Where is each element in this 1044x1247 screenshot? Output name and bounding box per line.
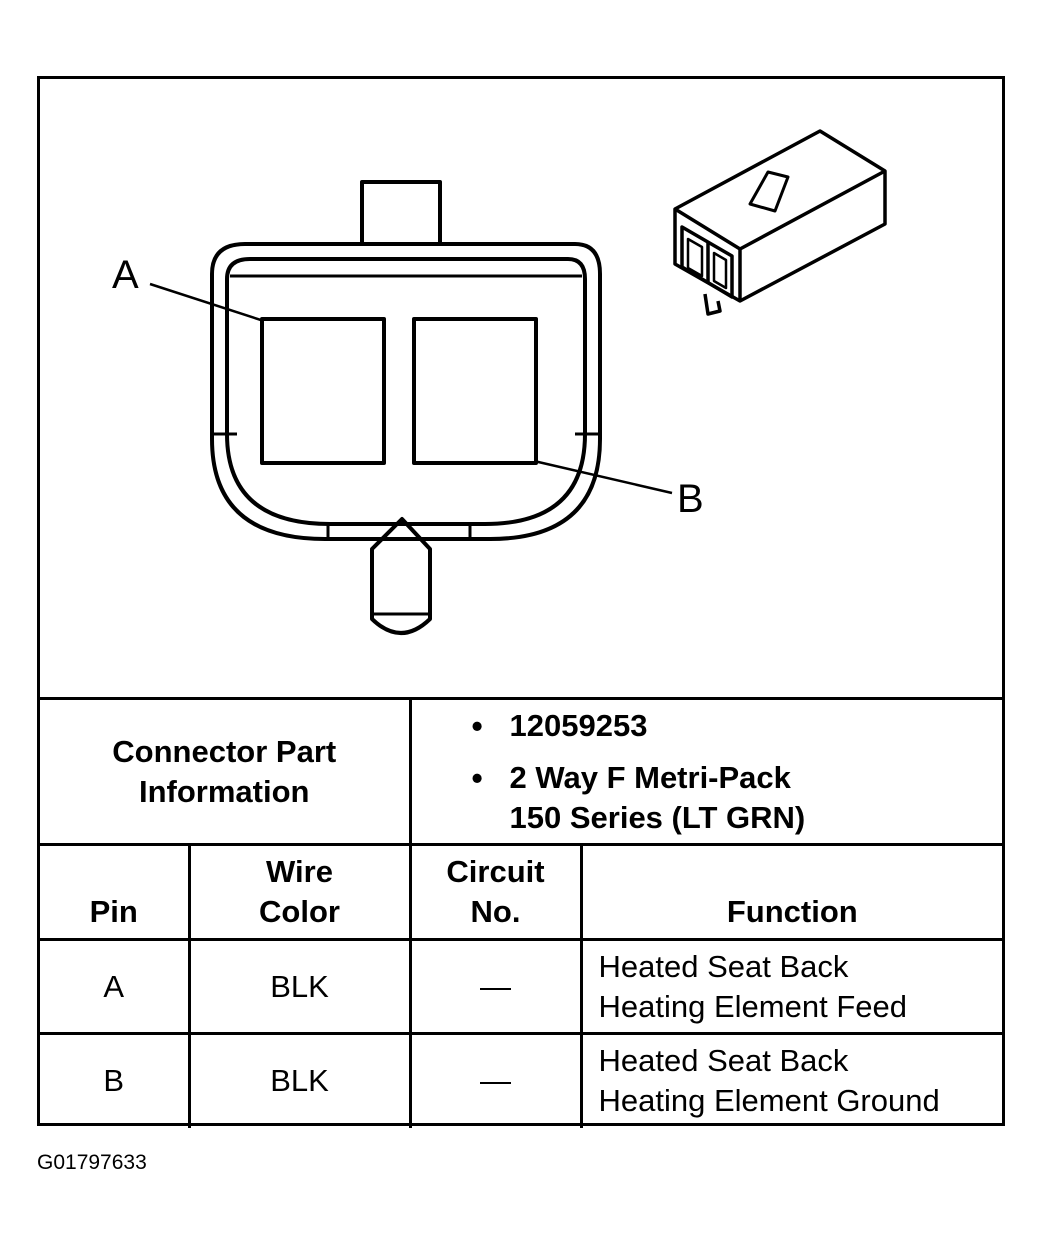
row-b-wire-color: BLK xyxy=(187,1032,412,1128)
row-a-function-line1: Heated Seat Back xyxy=(598,948,849,984)
table-header-row: Pin Wire Color Circuit No. Function xyxy=(40,843,1003,941)
connector-illustration xyxy=(149,129,887,635)
header-pin: Pin xyxy=(40,843,191,941)
row-b-function-line1: Heated Seat Back xyxy=(598,1043,849,1079)
header-function: Function xyxy=(579,843,1003,941)
row-a-wire-color: BLK xyxy=(187,938,412,1035)
header-circuit-no-line1: Circuit xyxy=(446,854,545,889)
table-row: B BLK — Heated Seat Back Heating Element… xyxy=(40,1032,1003,1128)
part-series-line1: 2 Way F Metri-Pack xyxy=(509,759,791,795)
leader-line-a xyxy=(149,282,265,323)
header-circuit-no-line2: No. xyxy=(470,894,521,929)
header-circuit-no: Circuit No. xyxy=(408,843,583,941)
table-row: A BLK — Heated Seat Back Heating Element… xyxy=(40,938,1003,1035)
part-info-cell: 12059253 2 Way F Metri-Pack 150 Series (… xyxy=(408,697,1003,846)
connector-outer-body xyxy=(210,242,602,541)
top-latch-tab xyxy=(360,180,442,244)
pin-a-cavity xyxy=(260,317,386,465)
connector-part-row: Connector Part Information 12059253 2 Wa… xyxy=(40,697,1003,846)
connector-part-label: Connector Part Information xyxy=(40,697,412,846)
part-number: 12059253 xyxy=(472,706,1003,746)
row-a-function-line2: Heating Element Feed xyxy=(598,988,907,1024)
part-series-line2: 150 Series (LT GRN) xyxy=(509,799,806,835)
connector-part-label-line1: Connector Part xyxy=(112,733,337,769)
row-a-circuit-no: — xyxy=(408,938,583,1035)
header-wire-color-line2: Color xyxy=(259,894,340,929)
connector-info-table: Connector Part Information 12059253 2 Wa… xyxy=(40,697,1003,1128)
pin-label-a: A xyxy=(112,253,139,297)
row-b-circuit-no: — xyxy=(408,1032,583,1128)
row-a-pin: A xyxy=(40,938,191,1035)
connector-inner-body xyxy=(225,257,587,526)
connector-drawing: A B xyxy=(40,79,1002,699)
figure-id: G01797633 xyxy=(37,1151,147,1174)
connector-isometric-view xyxy=(673,129,887,316)
row-b-function: Heated Seat Back Heating Element Ground xyxy=(579,1032,1003,1128)
pin-label-b: B xyxy=(677,477,704,521)
row-b-function-line2: Heating Element Ground xyxy=(598,1083,940,1119)
row-b-pin: B xyxy=(40,1032,191,1128)
header-wire-color-line1: Wire xyxy=(266,854,333,889)
part-series: 2 Way F Metri-Pack 150 Series (LT GRN) xyxy=(472,758,1003,838)
bottom-latch xyxy=(370,517,432,635)
pin-b-cavity xyxy=(412,317,538,465)
row-a-function: Heated Seat Back Heating Element Feed xyxy=(579,938,1003,1035)
leader-line-b xyxy=(533,459,673,495)
header-wire-color: Wire Color xyxy=(187,843,412,941)
diagram-frame: A B Connector Part Information 12059253 … xyxy=(37,76,1005,1128)
connector-part-label-line2: Information xyxy=(139,773,310,809)
